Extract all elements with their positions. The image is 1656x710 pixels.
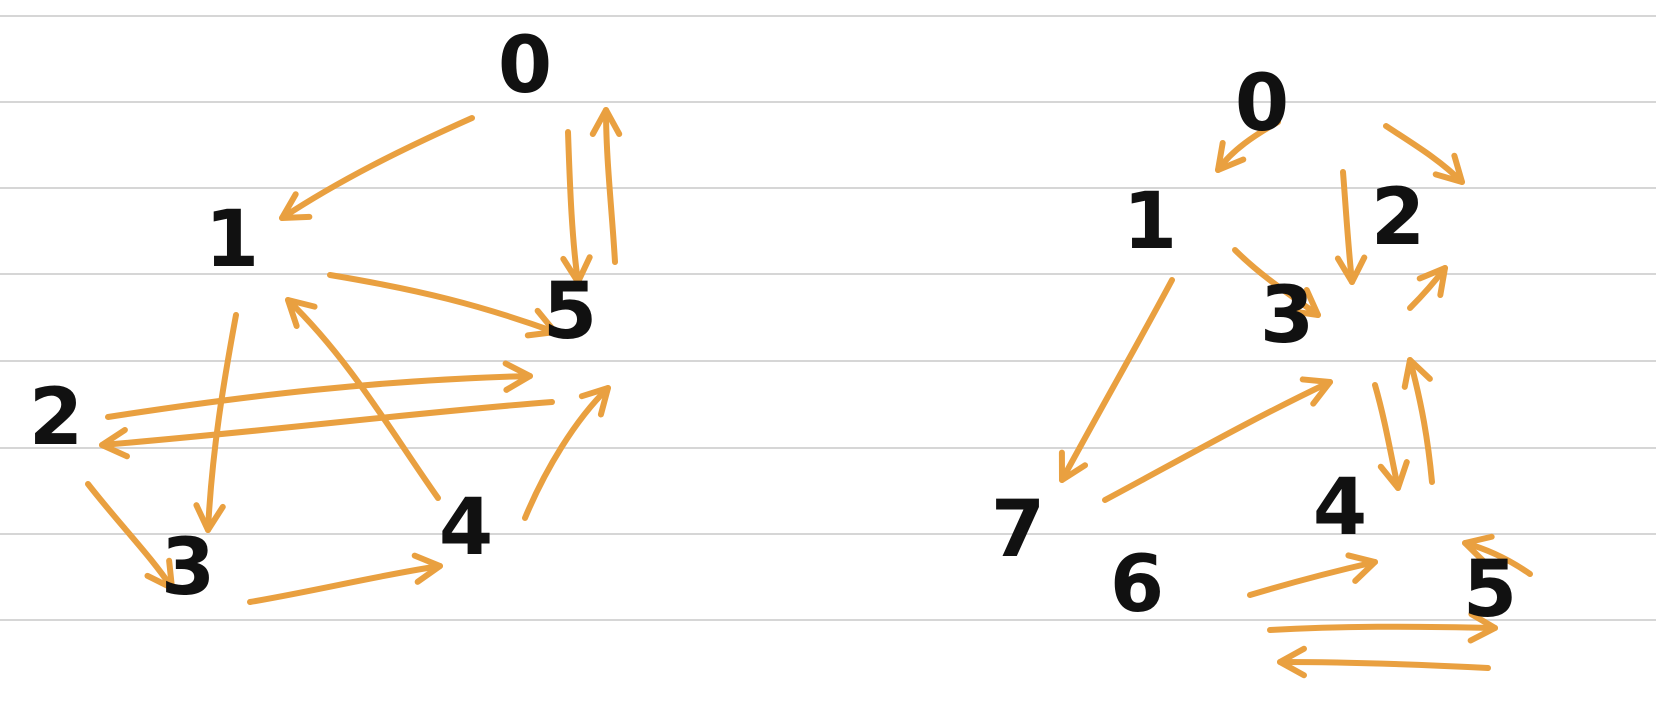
right-graph-node-2: 2 (1371, 173, 1425, 263)
left-graph-edge-1-to-3 (193, 312, 239, 533)
arrowhead-icon (589, 107, 623, 137)
arrowhead-icon (1215, 140, 1247, 173)
arrowhead-icon (1416, 265, 1448, 298)
edge-line (85, 481, 175, 591)
edge-line (1102, 379, 1333, 503)
left-graph-node-0: 0 (498, 21, 552, 111)
arrowhead-icon (285, 297, 318, 329)
arrowhead-icon (99, 426, 130, 460)
left-graph-edge-0-to-1 (279, 115, 475, 221)
right-graph-edge-6-to-4 (1247, 552, 1378, 598)
arrowhead-icon (1334, 254, 1368, 285)
right-graph-edge-4-to-3 (1401, 357, 1435, 485)
edge-line (522, 385, 611, 521)
left-graph-edges (85, 107, 623, 605)
arrowhead-icon (1401, 357, 1433, 390)
arrowhead-icon (560, 254, 593, 285)
left-graph-edge-2-to-3 (85, 481, 175, 591)
left-graph-node-1: 1 (205, 195, 259, 285)
right-graph-node-1: 1 (1123, 177, 1177, 267)
edge-line (327, 272, 558, 335)
arrowhead-icon (502, 360, 533, 393)
left-graph-edge-5-to-2 (99, 399, 555, 460)
right-graph-edge-0-to-2 (1383, 123, 1465, 185)
left-graph-edge-4-to-1 (285, 297, 441, 501)
edge-line (1372, 382, 1401, 491)
right-graph-edge-0-to-3 (1334, 169, 1368, 285)
right-graph-edges (1058, 119, 1533, 679)
arrowhead-icon (578, 385, 611, 418)
left-graph-node-3: 3 (161, 523, 215, 613)
edge-line (1407, 357, 1435, 485)
arrowhead-icon (1377, 459, 1410, 491)
right-graph-edge-5-to-4 (1462, 533, 1533, 577)
right-graph-node-3: 3 (1260, 271, 1314, 361)
right-graph-node-5: 5 (1463, 545, 1517, 635)
arrowhead-icon (1299, 376, 1333, 407)
right-graph-edge-1-to-7 (1058, 277, 1175, 483)
arrowhead-icon (279, 191, 313, 221)
edge-line (279, 115, 475, 221)
edge-line (565, 129, 581, 285)
arrowhead-icon (1345, 552, 1378, 584)
left-graph-node-2: 2 (29, 373, 83, 463)
edge-line (247, 563, 443, 605)
left-graph-edge-2-to-5 (105, 360, 533, 420)
arrowhead-icon (1058, 449, 1089, 483)
edge-line (99, 399, 555, 448)
right-graph-edge-1-to-3 (1232, 247, 1321, 318)
edge-line (1232, 247, 1321, 318)
left-graph-edge-1-to-5 (327, 272, 558, 339)
right-graph-edge-0-to-1 (1215, 119, 1281, 173)
left-graph-node-5: 5 (543, 267, 597, 357)
left-graph-edge-0-to-5 (560, 129, 593, 285)
right-graph-edge-5-to-6 (1277, 645, 1491, 679)
right-graph-edge-6-to-5 (1267, 611, 1498, 644)
arrowhead-icon (1467, 611, 1498, 644)
edge-line (1267, 623, 1498, 633)
left-graph-edge-5-to-0 (589, 107, 623, 265)
arrowhead-icon (144, 557, 175, 591)
arrowhead-icon (524, 307, 558, 339)
edge-line (1462, 540, 1533, 577)
left-graph-node-4: 4 (439, 483, 493, 573)
edge-line (1215, 119, 1281, 173)
edge-line (1383, 123, 1465, 185)
arrowhead-icon (1277, 645, 1307, 679)
left-graph-edge-3-to-4 (247, 552, 443, 605)
right-graph-node-7: 7 (991, 485, 1045, 575)
arrowhead-icon (1462, 533, 1495, 566)
right-graph-node-4: 4 (1313, 463, 1367, 553)
arrowhead-icon (193, 502, 226, 533)
left-graph-edge-4-to-5 (522, 385, 611, 521)
edge-line (1277, 659, 1491, 671)
edge-line (105, 373, 533, 420)
right-graph-edge-3-to-4 (1372, 382, 1410, 491)
notebook-rule-lines (0, 15, 1656, 621)
right-graph-edge-3-to-2 (1407, 265, 1448, 311)
edge-line (603, 107, 618, 265)
edge-line (1059, 277, 1175, 483)
arrowhead-icon (411, 552, 443, 585)
arrowhead-icon (1432, 152, 1465, 185)
edge-line (205, 312, 239, 533)
right-graph-edge-7-to-3 (1102, 376, 1333, 503)
edge-line (1340, 169, 1355, 285)
arrowhead-icon (1287, 287, 1321, 318)
edge-line (1247, 559, 1378, 598)
edge-line (285, 297, 441, 501)
right-graph-node-6: 6 (1110, 540, 1164, 630)
right-graph-node-0: 0 (1235, 59, 1289, 149)
